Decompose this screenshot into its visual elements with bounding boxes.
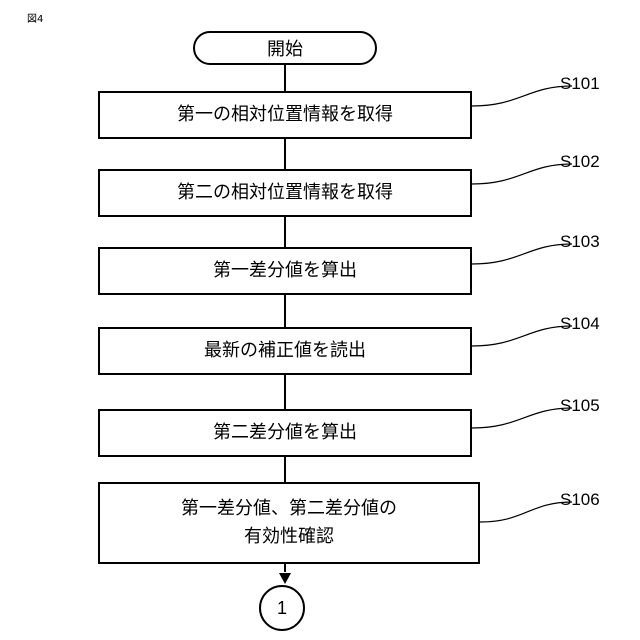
step-text: 第一の相対位置情報を取得: [177, 101, 393, 129]
step-text: 第二の相対位置情報を取得: [177, 179, 393, 207]
step-text: 最新の補正値を読出: [204, 337, 366, 365]
step-text: 第二差分値を算出: [213, 419, 357, 447]
step-box-s104: 最新の補正値を読出: [98, 327, 472, 375]
step-text-line2: 有効性確認: [244, 523, 334, 551]
connector-label: 1: [277, 598, 287, 619]
step-box-s106: 第一差分値、第二差分値の 有効性確認: [98, 482, 480, 564]
step-label-s105: S105: [560, 396, 600, 416]
step-box-s102: 第二の相対位置情報を取得: [98, 169, 472, 217]
step-text: 第一差分値を算出: [213, 257, 357, 285]
step-label-s103: S103: [560, 232, 600, 252]
step-label-s104: S104: [560, 314, 600, 334]
step-box-s101: 第一の相対位置情報を取得: [98, 91, 472, 139]
step-text-line1: 第一差分値、第二差分値の: [181, 495, 397, 523]
step-label-s102: S102: [560, 152, 600, 172]
connector-circle: 1: [259, 585, 305, 631]
step-label-s106: S106: [560, 490, 600, 510]
start-terminal: 開始: [193, 31, 377, 65]
start-label: 開始: [267, 35, 303, 61]
step-box-s103: 第一差分値を算出: [98, 247, 472, 295]
step-label-s101: S101: [560, 74, 600, 94]
step-box-s105: 第二差分値を算出: [98, 409, 472, 457]
